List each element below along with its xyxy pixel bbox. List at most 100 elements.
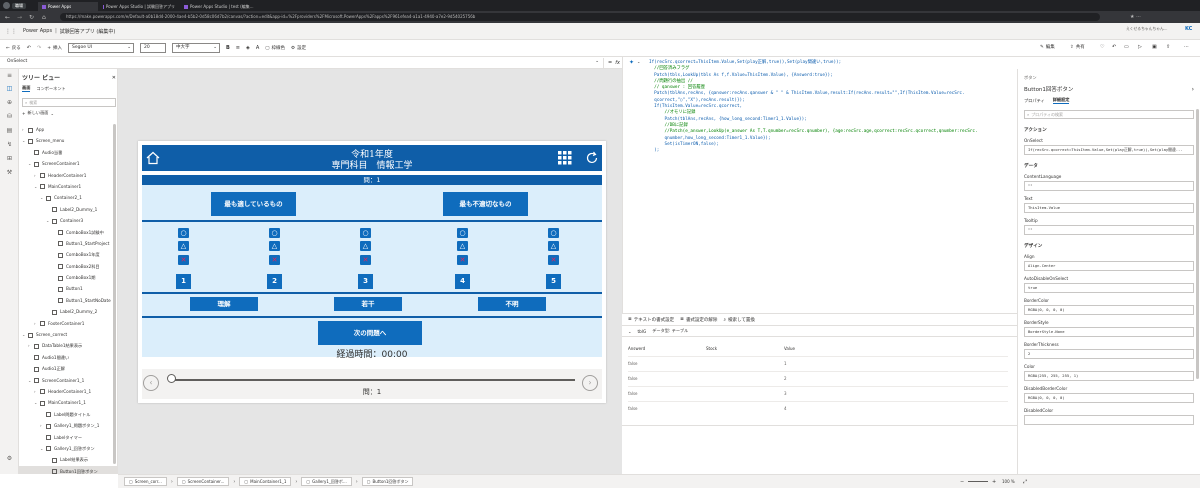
circle-icon[interactable]: ○ (269, 228, 280, 238)
tree-item[interactable]: ⌄MainContainer1 (19, 181, 117, 192)
share-button[interactable]: ⇪共有 (1070, 44, 1085, 51)
browser-tab[interactable]: Power Apps (38, 2, 98, 11)
breadcrumb-item[interactable]: ▢Gallery1_回答ボ... (301, 477, 352, 486)
tree-item[interactable]: ⌄ScreenContainer1 (19, 158, 117, 169)
browser-tab[interactable]: Power Apps Studio | 試験回答アプリ (99, 2, 179, 11)
answer-number-button[interactable]: 1 (176, 274, 191, 289)
circle-icon[interactable]: ○ (360, 228, 371, 238)
tree-item[interactable]: Button1_StartNoDate (19, 295, 117, 306)
rating-button[interactable]: 若干 (334, 297, 402, 311)
answer-number-button[interactable]: 2 (267, 274, 282, 289)
back-button[interactable]: ←戻る (6, 45, 21, 52)
cross-icon[interactable]: ✕ (457, 255, 468, 265)
undo-icon[interactable]: ↶ (1112, 44, 1117, 50)
tree-item[interactable]: ›App (19, 124, 117, 135)
text-align-icon[interactable]: ≡ (235, 45, 240, 51)
tree-item[interactable]: Button1 (19, 283, 117, 294)
remove-format-button[interactable]: ≣書式設定の解除 (680, 317, 718, 323)
tree-item[interactable]: Labelタイマー (19, 432, 117, 443)
fit-screen-icon[interactable]: ⤢ (1023, 478, 1028, 485)
property-input[interactable] (1024, 415, 1194, 425)
tree-item[interactable]: ⌄Container2_1 (19, 192, 117, 203)
tree-item[interactable]: ⌄Gallery1_回答ボタン (19, 443, 117, 454)
waffle-icon[interactable]: ⋮⋮ (5, 27, 17, 35)
forward-icon[interactable]: → (17, 13, 23, 21)
cross-icon[interactable]: ✕ (548, 255, 559, 265)
insert-icon[interactable]: ⊕ (6, 98, 13, 106)
prev-button[interactable]: ‹ (143, 375, 159, 391)
profile-icon[interactable] (3, 2, 10, 9)
worst-answer-button[interactable]: 最も不適切なもの (443, 192, 528, 216)
formula-editor[interactable]: ✦ ⌄ If(recSrc.qcorrect=ThisItem.Value,Se… (622, 57, 1017, 314)
publish-icon[interactable]: ⇪ (1166, 44, 1171, 50)
question-slider[interactable] (170, 379, 575, 381)
property-input[interactable]: "" (1024, 225, 1194, 235)
font-size-select[interactable]: 20 (139, 43, 166, 53)
props-scrollbar[interactable] (1196, 109, 1199, 379)
app-checker-icon[interactable]: ♡ (1100, 44, 1105, 50)
triangle-icon[interactable]: △ (360, 241, 371, 251)
property-input[interactable]: true (1024, 283, 1194, 293)
tree-item[interactable]: Label2_Dummy_2 (19, 306, 117, 317)
comment-icon[interactable]: ▭ (1124, 44, 1129, 50)
answer-number-button[interactable]: 4 (455, 274, 470, 289)
triangle-icon[interactable]: △ (178, 241, 189, 251)
fill-icon[interactable]: ◈ (245, 45, 250, 51)
breadcrumb-item[interactable]: ▢ScreenContainer... (176, 477, 230, 486)
refresh-icon[interactable] (585, 151, 599, 165)
new-screen-button[interactable]: + 新しい画面 ⌄ (22, 110, 54, 116)
tree-item[interactable]: ComboBox1年度 (19, 249, 117, 260)
property-input[interactable]: RGBA(0, 0, 0, 0) (1024, 305, 1194, 315)
zoom-out-icon[interactable]: − (960, 478, 965, 485)
font-weight-select[interactable]: 中大字⌄ (171, 43, 220, 53)
triangle-icon[interactable]: △ (548, 241, 559, 251)
tree-item[interactable]: ›HeaderContainer1 (19, 170, 117, 181)
insert-button[interactable]: +挿入 (47, 45, 62, 52)
back-icon[interactable]: ← (5, 13, 11, 21)
property-input[interactable]: "" (1024, 181, 1194, 191)
tree-item[interactable]: Label結果表示 (19, 454, 117, 465)
triangle-icon[interactable]: △ (457, 241, 468, 251)
tree-item[interactable]: ⌄Screen_correct (19, 329, 117, 340)
bold-icon[interactable]: B (225, 45, 230, 51)
property-select[interactable]: OnSelect⌄ (4, 57, 604, 68)
grid-icon[interactable] (558, 151, 572, 165)
best-answer-button[interactable]: 最も適しているもの (211, 192, 296, 216)
property-input[interactable]: 2 (1024, 349, 1194, 359)
redo-icon[interactable]: ↷ (36, 45, 42, 51)
home-icon[interactable]: ⌂ (42, 13, 46, 21)
circle-icon[interactable]: ○ (178, 228, 189, 238)
property-input[interactable]: Align.Center (1024, 261, 1194, 271)
next-question-button[interactable]: 次の問題へ (318, 321, 422, 345)
cross-icon[interactable]: ✕ (178, 255, 189, 265)
font-color-icon[interactable]: A (255, 45, 260, 51)
zoom-in-icon[interactable]: + (992, 478, 997, 485)
answer-number-button[interactable]: 5 (546, 274, 561, 289)
tree-search[interactable]: ⌕ 検索 (22, 98, 116, 107)
home-icon[interactable] (146, 151, 160, 165)
tree-item[interactable]: Label問題タイトル (19, 409, 117, 420)
save-icon[interactable]: ▣ (1152, 44, 1157, 50)
slider-handle[interactable] (167, 374, 176, 383)
next-arrow-button[interactable]: › (582, 375, 598, 391)
zoom-slider[interactable] (968, 481, 988, 482)
tab-advanced[interactable]: 詳細設定 (1052, 97, 1070, 104)
property-input[interactable]: If(recSrc.qcorrect=ThisItem.Value,Set(pl… (1024, 145, 1194, 155)
circle-icon[interactable]: ○ (548, 228, 559, 238)
chevron-right-icon[interactable]: › (1191, 85, 1194, 93)
cross-icon[interactable]: ✕ (360, 255, 371, 265)
tree-item[interactable]: ComboBox2科目 (19, 261, 117, 272)
property-input[interactable]: ThisItem.Value (1024, 203, 1194, 213)
tab-screens[interactable]: 画面 (22, 85, 31, 92)
property-search[interactable]: ⌕ プロパティの検索 (1024, 110, 1194, 119)
tree-view-icon[interactable]: ◫ (6, 84, 13, 92)
cross-icon[interactable]: ✕ (269, 255, 280, 265)
chevron-down-icon[interactable]: ⌄ (637, 59, 641, 64)
tree-item[interactable]: ›HeaderContainer1_1 (19, 386, 117, 397)
variables-icon[interactable]: ⊞ (6, 154, 13, 162)
tree-item[interactable]: Audio1正解 (19, 363, 117, 374)
rating-button[interactable]: 理解 (190, 297, 258, 311)
url-field[interactable]: https://make.powerapps.com/e/Default-a0b… (60, 13, 1100, 21)
tree-item[interactable]: ›Gallery1_問題ボタン_1 (19, 420, 117, 431)
gear-icon[interactable]: ⚙ (6, 454, 13, 462)
